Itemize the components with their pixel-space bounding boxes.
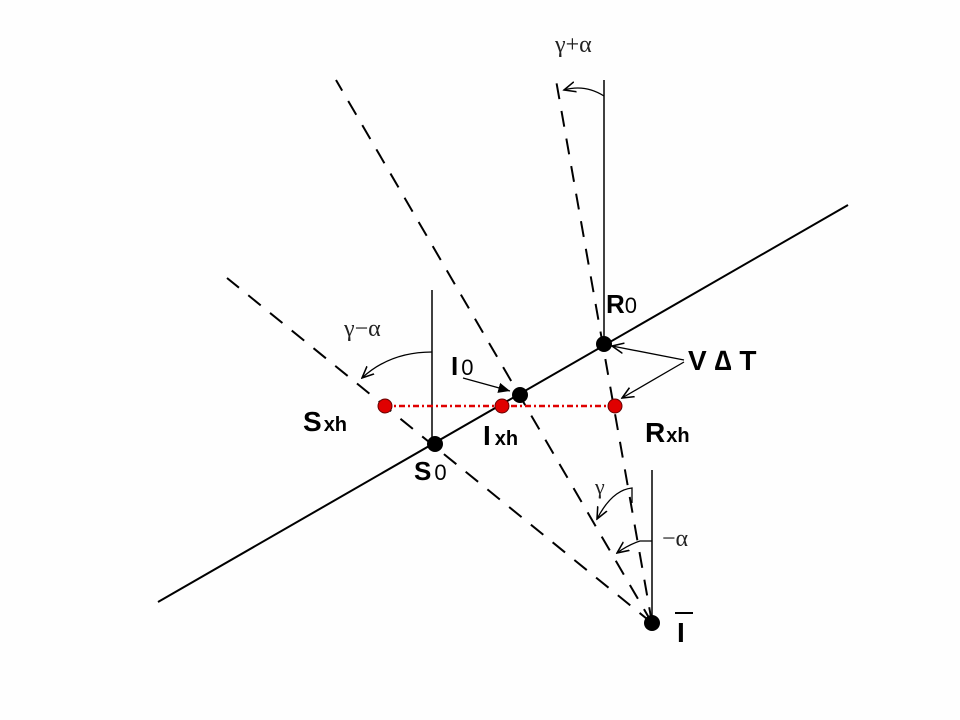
point-s0 xyxy=(427,436,443,452)
point-ixh xyxy=(494,398,510,414)
ray-source xyxy=(226,277,653,624)
point-sxh xyxy=(377,398,393,414)
point-r0 xyxy=(596,336,612,352)
label-rxh: Rxh xyxy=(645,417,690,448)
angle-arc-gamma-minus-alpha xyxy=(362,351,433,378)
label-gamma-plus-alpha: γ+α xyxy=(554,32,592,58)
point-ibar xyxy=(644,615,660,631)
label-v-delta-t: V ∆ T xyxy=(688,345,756,376)
ray-image xyxy=(335,79,653,624)
point-i0 xyxy=(512,387,528,403)
arrow-vdt-rxh xyxy=(622,361,685,398)
label-gamma: γ xyxy=(594,474,605,499)
label-r0: R0 xyxy=(606,289,637,319)
arrow-vdt-r0 xyxy=(612,346,685,361)
angle-arc-gamma xyxy=(597,487,633,519)
label-minus-alpha: −α xyxy=(662,526,689,552)
label-gamma-minus-alpha: γ−α xyxy=(343,316,381,342)
angle-arc-gamma-plus-alpha xyxy=(564,88,605,97)
point-rxh xyxy=(607,398,623,414)
arrow-i0 xyxy=(462,377,511,393)
angle-arc-minus-alpha xyxy=(617,540,652,553)
label-ibar: I xyxy=(677,617,685,648)
ray-receiver xyxy=(555,79,653,624)
